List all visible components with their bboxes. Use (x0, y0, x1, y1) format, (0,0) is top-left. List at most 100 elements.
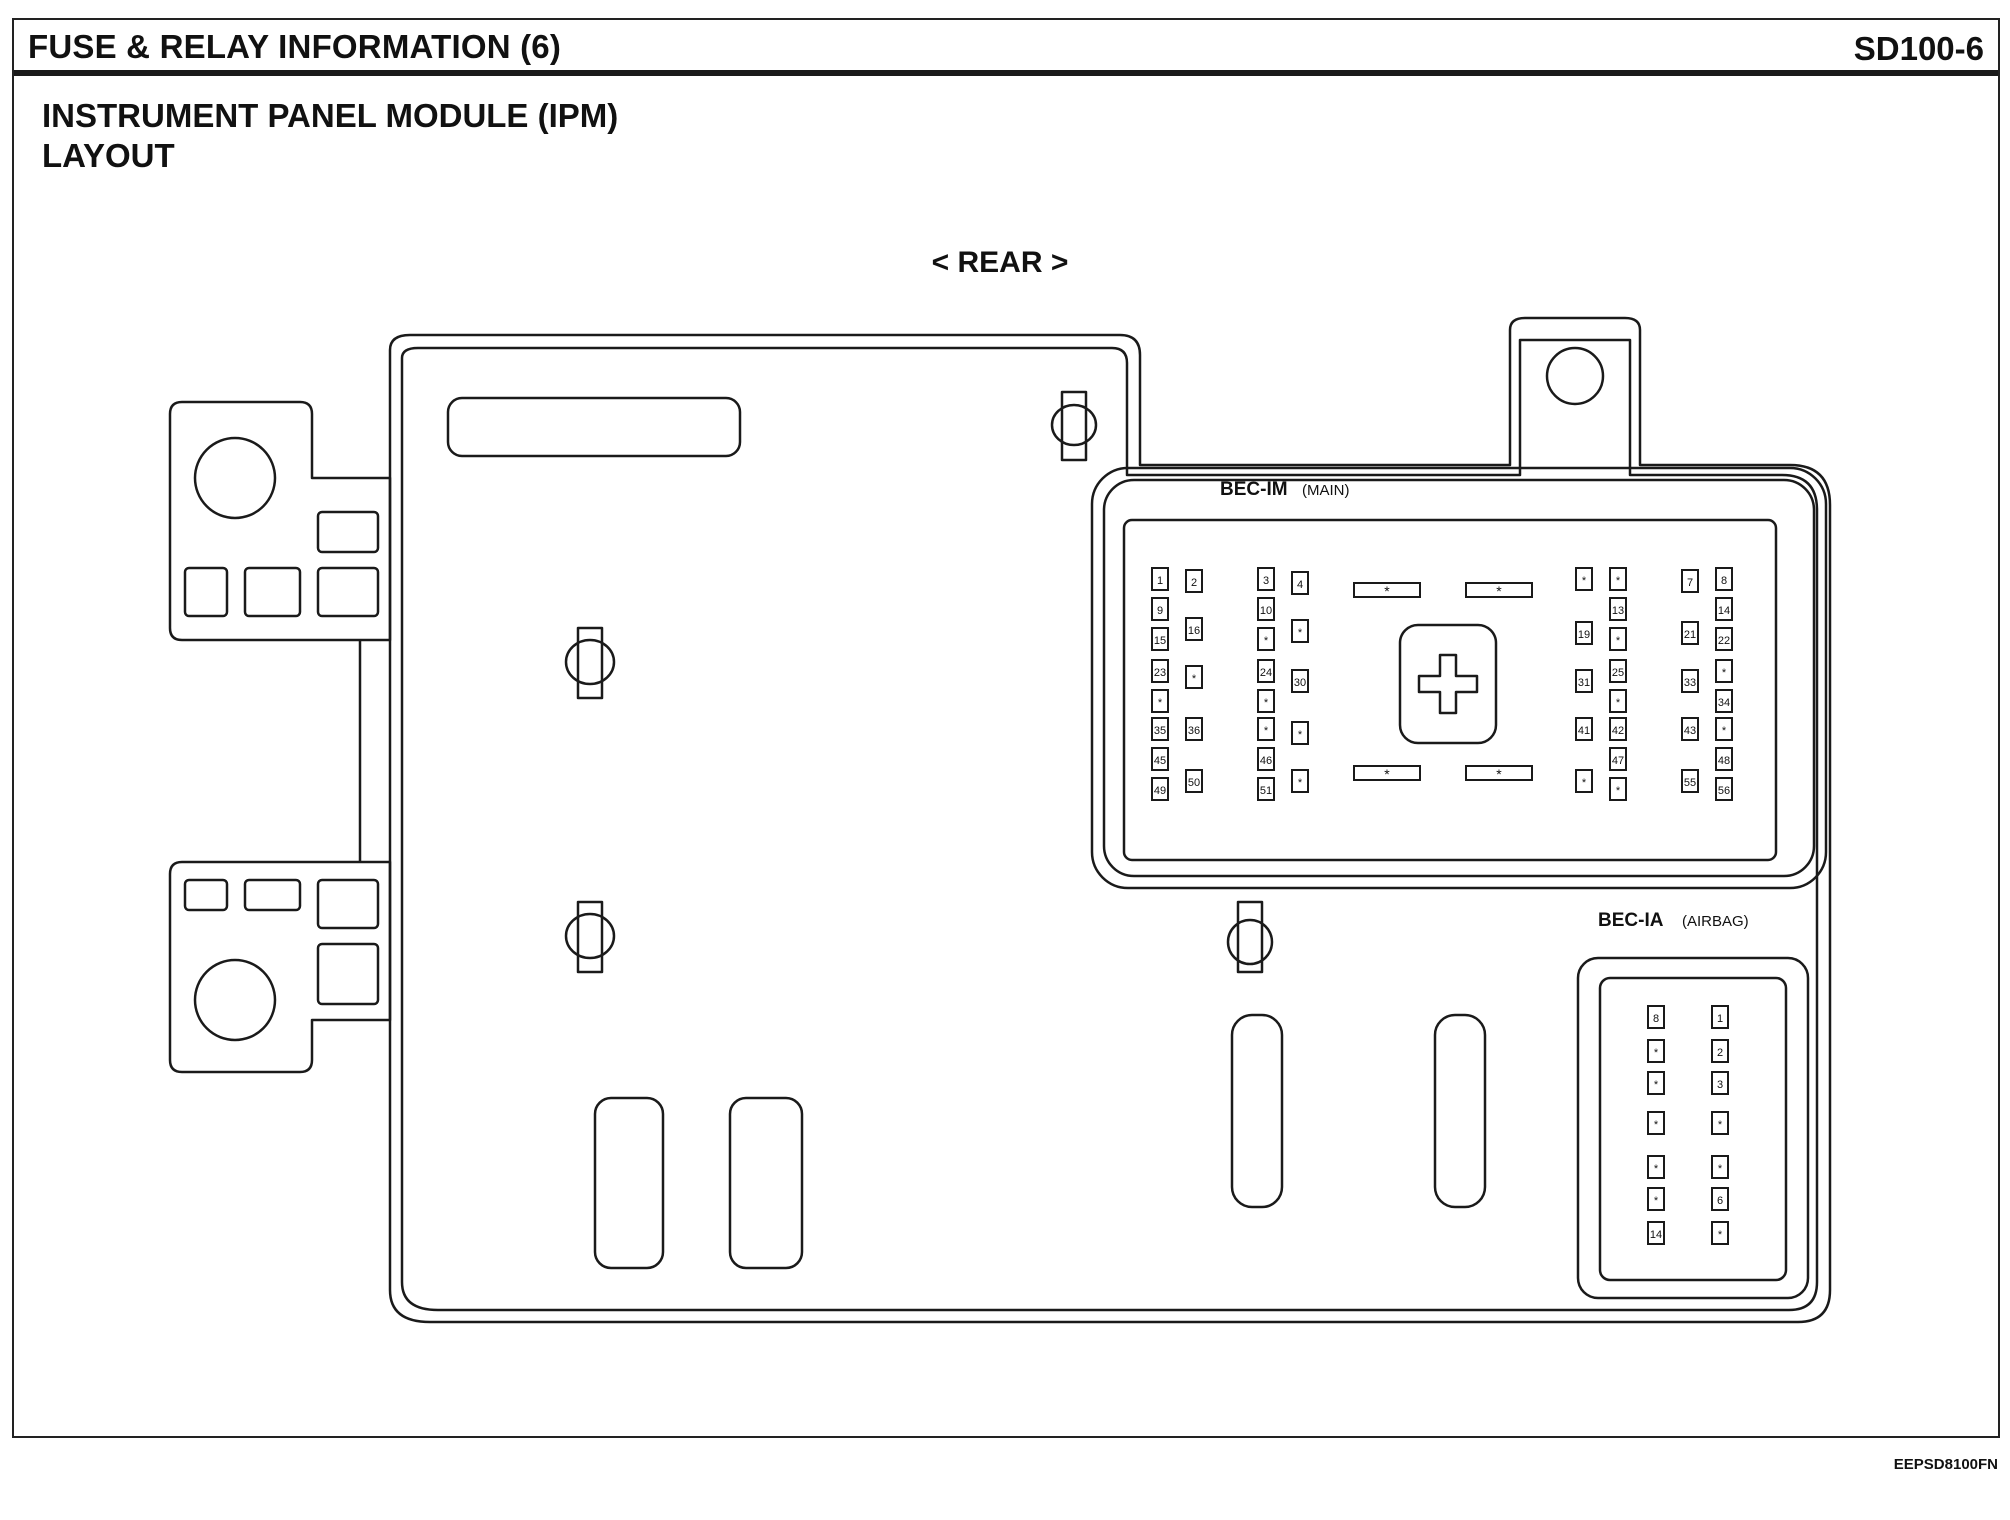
fuse-im-19 (1715, 627, 1733, 651)
fuse-ia-1-label: 1 (1717, 1013, 1723, 1025)
fuse-im-45 (1185, 769, 1203, 793)
fuse-im-18-label: 21 (1684, 629, 1696, 641)
bec-im-relay-slot-3 (1465, 765, 1533, 781)
fuse-im-44 (1151, 777, 1169, 801)
fuse-im-24 (1575, 669, 1593, 693)
bec-im-relay-slot-0-label: * (1384, 583, 1390, 599)
fuse-im-36-label: 41 (1578, 725, 1590, 737)
fuse-im-5-label: * (1616, 575, 1621, 587)
fuse-im-7-label: 8 (1721, 575, 1727, 587)
fuse-ia-7-label: * (1718, 1119, 1723, 1131)
bec-im-relay (1398, 623, 1498, 745)
fuse-im-44-label: 49 (1154, 785, 1166, 797)
fuse-im-40 (1151, 747, 1169, 771)
fuse-im-28-label: * (1158, 697, 1163, 709)
fuse-im-38 (1681, 717, 1699, 741)
fuse-im-49 (1609, 777, 1627, 801)
left-ear-top (168, 400, 392, 642)
fuse-ia-12 (1647, 1221, 1665, 1245)
bec-im-sublabel: (MAIN) (1302, 482, 1350, 499)
fuse-im-16-label: 19 (1578, 629, 1590, 641)
fuse-im-0-label: 1 (1157, 575, 1163, 587)
fuse-im-32-label: 35 (1154, 725, 1166, 737)
fuse-im-42-label: 47 (1612, 755, 1624, 767)
fuse-ia-13 (1711, 1221, 1729, 1245)
fuse-im-49-label: * (1616, 785, 1621, 797)
fuse-im-42 (1609, 747, 1627, 771)
fuse-ia-2-label: * (1654, 1047, 1659, 1059)
fuse-im-37-label: 42 (1612, 725, 1624, 737)
fuse-im-48 (1575, 769, 1593, 793)
fuse-im-46-label: 51 (1260, 785, 1272, 797)
fuse-ia-3 (1711, 1039, 1729, 1063)
fuse-im-3-label: 4 (1297, 579, 1303, 591)
bec-im-relay-slot-1 (1465, 582, 1533, 598)
fuse-im-4 (1575, 567, 1593, 591)
fuse-ia-10-label: * (1654, 1195, 1659, 1207)
fuse-im-23-label: 30 (1294, 677, 1306, 689)
fuse-im-29-label: * (1264, 697, 1269, 709)
fuse-im-10-label: 13 (1612, 605, 1624, 617)
fuse-im-26 (1681, 669, 1699, 693)
fuse-im-17-label: * (1616, 635, 1621, 647)
fuse-ia-5 (1711, 1071, 1729, 1095)
fuse-im-41-label: 46 (1260, 755, 1272, 767)
fuse-im-8 (1151, 597, 1169, 621)
fuse-im-51 (1715, 777, 1733, 801)
fuse-ia-4-label: * (1654, 1079, 1659, 1091)
left-ear-bottom (168, 860, 392, 1074)
fuse-ia-9-label: * (1718, 1163, 1723, 1175)
fuse-im-14 (1257, 627, 1275, 651)
footer-code: EEPSD8100FN (1893, 1456, 1998, 1473)
fuse-ia-13-label: * (1718, 1229, 1723, 1241)
bolt-hole-left-bottom (193, 958, 277, 1042)
fuse-im-38-label: 43 (1684, 725, 1696, 737)
fuse-im-12-label: 15 (1154, 635, 1166, 647)
fuse-im-6-label: 7 (1687, 577, 1693, 589)
fuse-im-22-label: 24 (1260, 667, 1272, 679)
fuse-im-4-label: * (1582, 575, 1587, 587)
fuse-im-33-label: 36 (1188, 725, 1200, 737)
fuse-im-45-label: 50 (1188, 777, 1200, 789)
page-frame: FUSE & RELAY INFORMATION (6) SD100-6 INS… (12, 18, 2000, 1438)
fuse-im-47 (1291, 769, 1309, 793)
fuse-im-20-label: 23 (1154, 667, 1166, 679)
fuse-ia-6-label: * (1654, 1119, 1659, 1131)
fuse-im-7 (1715, 567, 1733, 591)
fuse-ia-12-label: 14 (1650, 1229, 1662, 1241)
fuse-ia-7 (1711, 1111, 1729, 1135)
fuse-im-19-label: 22 (1718, 635, 1730, 647)
section-title-line1: INSTRUMENT PANEL MODULE (IPM) (42, 97, 619, 134)
fuse-im-8-label: 9 (1157, 605, 1163, 617)
fuse-im-9-label: 10 (1260, 605, 1272, 617)
bec-ia-label: BEC-IA (1598, 910, 1664, 931)
fuse-im-21-label: * (1192, 673, 1197, 685)
bec-im-relay-slot-2 (1353, 765, 1421, 781)
fuse-im-30-label: * (1616, 697, 1621, 709)
fuse-im-48-label: * (1582, 777, 1587, 789)
bec-im-relay-slot-0 (1353, 582, 1421, 598)
fuse-im-26-label: 33 (1684, 677, 1696, 689)
fuse-ia-8 (1647, 1155, 1665, 1179)
section-title: INSTRUMENT PANEL MODULE (IPM) LAYOUT (42, 96, 618, 176)
fuse-im-43 (1715, 747, 1733, 771)
page-code: SD100-6 (1853, 30, 1984, 67)
fuse-im-30 (1609, 689, 1627, 713)
fuse-im-35 (1291, 721, 1309, 745)
fuse-im-23 (1291, 669, 1309, 693)
fuse-im-27-label: * (1722, 667, 1727, 679)
fuse-im-47-label: * (1298, 777, 1303, 789)
fuse-im-17 (1609, 627, 1627, 651)
fuse-im-5 (1609, 567, 1627, 591)
fuse-im-29 (1257, 689, 1275, 713)
fuse-im-37 (1609, 717, 1627, 741)
fuse-im-25-label: 25 (1612, 667, 1624, 679)
ipm-housing-inner (400, 338, 1819, 1312)
fuse-im-24-label: 31 (1578, 677, 1590, 689)
fuse-ia-1 (1711, 1005, 1729, 1029)
fuse-ia-11 (1711, 1187, 1729, 1211)
bec-im-relay-slot-3-label: * (1496, 766, 1502, 782)
fuse-im-31 (1715, 689, 1733, 713)
fuse-im-39 (1715, 717, 1733, 741)
